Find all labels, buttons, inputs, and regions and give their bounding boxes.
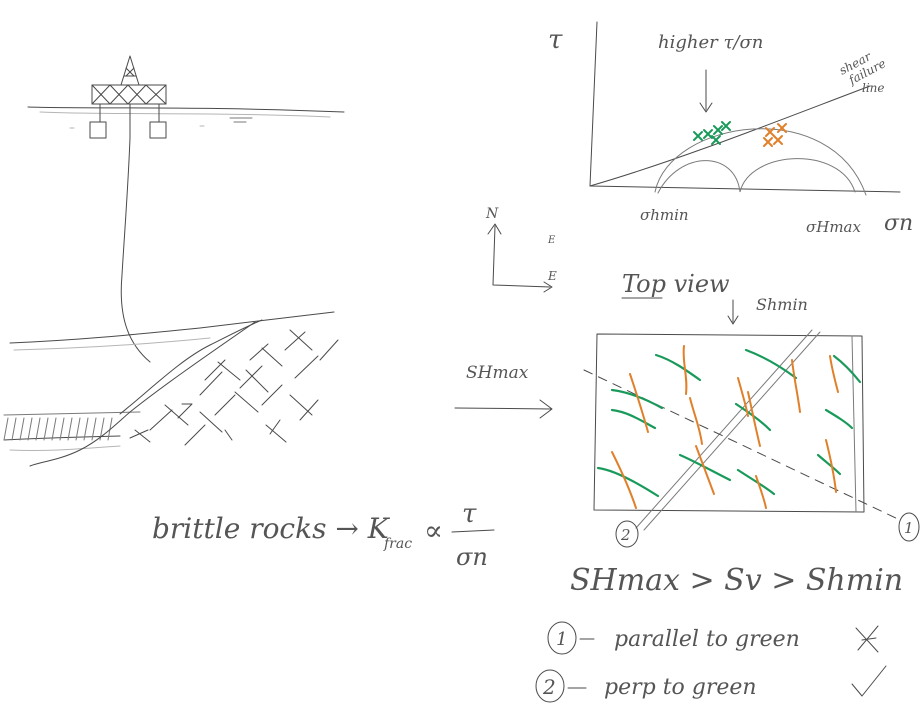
peak-arrow-icon <box>699 69 713 113</box>
shmin-label: Shmin <box>756 295 808 314</box>
mohr-circle-outer <box>654 128 867 196</box>
legend-text-1: parallel to green <box>614 627 800 652</box>
formula-fraction-bar <box>451 529 495 533</box>
formula-prefix: brittle rocks → K <box>152 512 391 545</box>
formula-denominator: σn <box>456 543 488 571</box>
failure-line-label-line: line <box>862 81 885 95</box>
well-2-path <box>635 329 821 531</box>
formula-subscript: frac <box>383 536 412 552</box>
well-1-marker-label: 1 <box>904 519 914 537</box>
svg-text:E: E <box>547 235 556 246</box>
mohr-diagram: τ higher τ/σn σn σhmin σHmax shear failu… <box>548 21 913 236</box>
legend-marker-2-label: 2 <box>542 675 556 699</box>
top-view-panel: 1 2 <box>583 329 920 548</box>
stress-relation: SHmax > Sv > Shmin <box>570 563 903 598</box>
compass-icon: N E E <box>485 206 557 293</box>
legend-marker-2-icon <box>535 669 565 703</box>
orange-fractures <box>611 345 839 509</box>
top-view-title: Top view <box>622 270 730 298</box>
shmin-arrow-icon <box>727 299 739 325</box>
offshore-platform-icon <box>27 55 345 139</box>
green-fracture-marks <box>693 121 731 145</box>
wellbore <box>120 137 151 363</box>
sigma-n-axis-label: σn <box>884 211 913 236</box>
legend-marker-1-icon <box>547 621 577 655</box>
well-2-marker-label: 2 <box>620 526 631 544</box>
subsurface-fractured-reservoir <box>3 311 339 467</box>
tau-axis-label: τ <box>548 25 563 55</box>
legend-text-2: perp to green <box>604 675 757 700</box>
shmin-tick-label: σhmin <box>640 206 689 224</box>
legend: 1 parallel to green 2 perp to green <box>535 621 887 703</box>
compass-north-label: N <box>485 206 499 222</box>
check-mark-icon <box>851 665 887 697</box>
well-1-path <box>583 369 901 521</box>
orange-fracture-marks <box>763 123 787 147</box>
shmax-tick-label: σHmax <box>806 218 861 236</box>
formula-numerator: τ <box>462 499 477 529</box>
well-1-marker-icon <box>898 512 920 542</box>
legend-row-2: 2 perp to green <box>535 665 887 703</box>
legend-marker-1-label: 1 <box>556 629 567 650</box>
mohr-circle-inner <box>657 158 856 194</box>
compass-east-label: E <box>547 269 557 283</box>
legend-row-1: 1 parallel to green <box>547 621 879 655</box>
x-mark-icon <box>855 625 879 653</box>
well-2-marker-icon <box>615 520 639 548</box>
formula-relation: ∝ <box>424 514 443 547</box>
peak-label: higher τ/σn <box>658 32 763 53</box>
shmax-arrow-label: SHmax <box>466 363 529 383</box>
fracture-permeability-formula: brittle rocks → K frac ∝ τ σn <box>152 499 495 571</box>
failure-line <box>589 85 871 187</box>
shmax-arrow-icon <box>454 399 553 419</box>
